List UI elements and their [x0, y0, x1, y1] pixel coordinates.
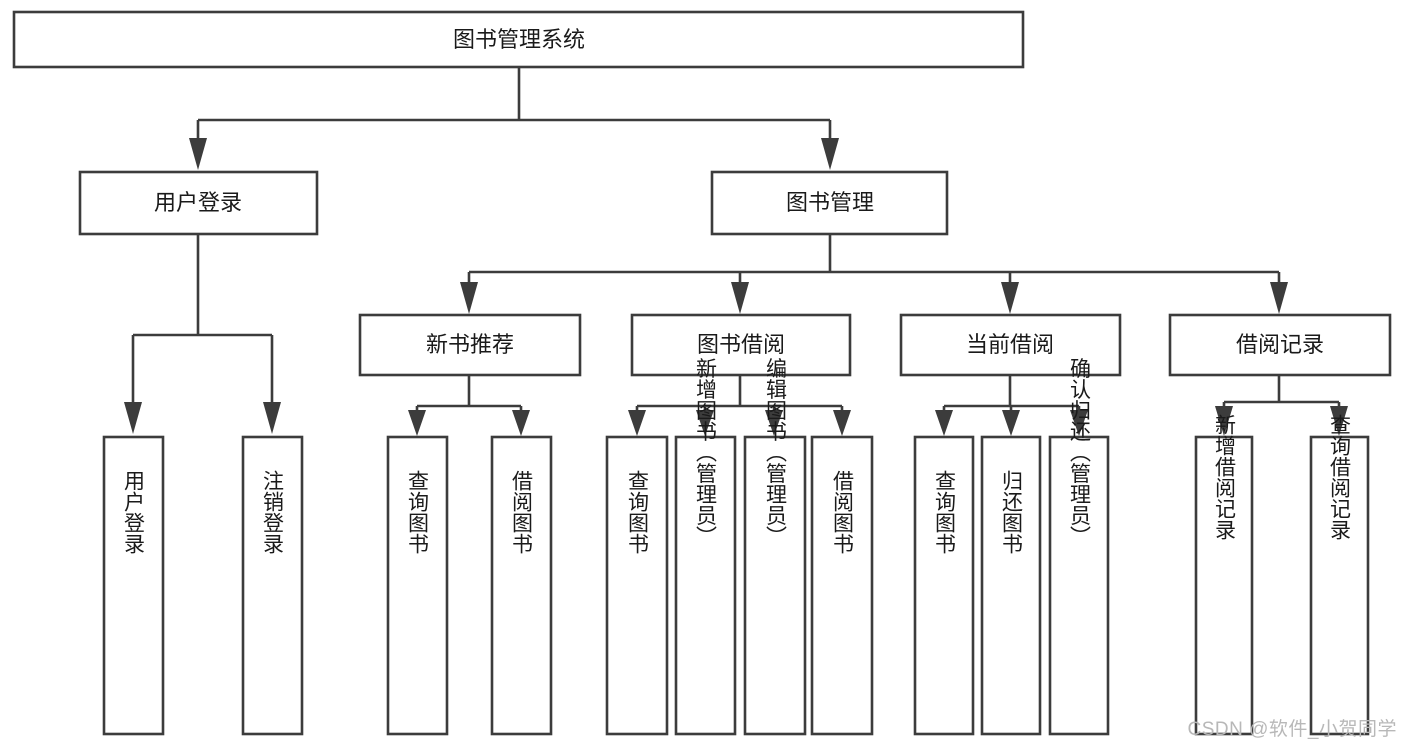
arrow-head-leaf-return-book [1002, 410, 1020, 436]
arrow-head-leaf-confirm-return [1070, 410, 1088, 436]
node-leaf-add-book[interactable]: 新增图书（管理员） [674, 358, 737, 736]
node-book-borrow-box[interactable] [630, 313, 852, 377]
arrow-head-leaf-query-book-c [935, 410, 953, 436]
arrow-head-leaf-query-book-a [408, 410, 426, 436]
node-leaf-borrow-book-b-box[interactable] [810, 435, 874, 736]
node-user-login-label: 用户登录 [154, 190, 242, 215]
node-borrow-record[interactable]: 借阅记录 [1168, 313, 1392, 377]
node-leaf-confirm-return[interactable]: 确认归还（管理员） [1048, 358, 1110, 736]
node-leaf-query-book-c-label: 查询图书 [933, 470, 957, 554]
node-book-borrow[interactable]: 图书借阅 [630, 313, 852, 377]
node-new-book-rec-label: 新书推荐 [426, 332, 514, 357]
node-leaf-add-record-box[interactable] [1194, 435, 1254, 736]
node-book-borrow-label: 图书借阅 [697, 332, 785, 357]
node-leaf-logout-label: 注销登录 [261, 470, 285, 554]
node-leaf-query-record-label: 查询借阅记录 [1328, 414, 1352, 540]
node-leaf-query-book-a[interactable]: 查询图书 [386, 435, 449, 736]
node-book-mgmt-label: 图书管理 [786, 190, 874, 215]
node-new-book-rec[interactable]: 新书推荐 [358, 313, 582, 377]
node-leaf-query-book-b-box[interactable] [605, 435, 669, 736]
arrow-head-current-borrow [1001, 282, 1019, 314]
node-root-label: 图书管理系统 [453, 27, 585, 52]
arrow-head-leaf-user-login [124, 402, 142, 434]
arrow-head-user-login [189, 138, 207, 170]
node-leaf-query-book-b[interactable]: 查询图书 [605, 435, 669, 736]
arrow-head-new-book-rec [460, 282, 478, 314]
node-new-book-rec-box[interactable] [358, 313, 582, 377]
arrow-head-leaf-add-record [1215, 406, 1233, 436]
node-leaf-user-login-box[interactable] [102, 435, 165, 736]
node-leaf-confirm-return-label: 确认归还（管理员） [1068, 358, 1092, 547]
node-leaf-borrow-book-a-box[interactable] [490, 435, 553, 736]
arrow-head-leaf-query-book-b [628, 410, 646, 436]
node-leaf-add-record-label: 新增借阅记录 [1213, 414, 1237, 540]
node-leaf-edit-book-box[interactable] [743, 435, 807, 736]
node-root[interactable]: 图书管理系统 [12, 10, 1025, 69]
node-user-login-box[interactable] [78, 170, 319, 236]
node-leaf-edit-book[interactable]: 编辑图书（管理员） [743, 358, 807, 736]
node-current-borrow-label: 当前借阅 [966, 332, 1054, 357]
node-leaf-query-record-box[interactable] [1309, 435, 1370, 736]
node-leaf-user-login-label: 用户登录 [122, 470, 146, 554]
arrow-head-leaf-logout [263, 402, 281, 434]
node-leaf-query-book-a-box[interactable] [386, 435, 449, 736]
node-leaf-borrow-book-b-label: 借阅图书 [831, 470, 855, 554]
node-leaf-borrow-book-b[interactable]: 借阅图书 [810, 435, 874, 736]
node-book-mgmt-box[interactable] [710, 170, 949, 236]
arrow-head-book-borrow [731, 282, 749, 314]
node-leaf-query-book-c-box[interactable] [913, 435, 975, 736]
arrow-head-leaf-edit-book [765, 410, 783, 436]
node-borrow-record-box[interactable] [1168, 313, 1392, 377]
node-book-mgmt[interactable]: 图书管理 [710, 170, 949, 236]
node-leaf-query-book-a-label: 查询图书 [406, 470, 430, 554]
node-leaf-return-book-label: 归还图书 [1000, 470, 1024, 554]
node-leaf-add-record[interactable]: 新增借阅记录 [1194, 414, 1254, 736]
node-current-borrow[interactable]: 当前借阅 [899, 313, 1122, 377]
node-leaf-confirm-return-box[interactable] [1048, 435, 1110, 736]
node-leaf-user-login[interactable]: 用户登录 [102, 435, 165, 736]
node-leaf-borrow-book-a[interactable]: 借阅图书 [490, 435, 553, 736]
arrow-head-leaf-query-record [1330, 406, 1348, 436]
node-root-box[interactable] [12, 10, 1025, 69]
node-current-borrow-box[interactable] [899, 313, 1122, 377]
node-leaf-query-record[interactable]: 查询借阅记录 [1309, 414, 1370, 736]
node-leaf-borrow-book-a-label: 借阅图书 [510, 470, 534, 554]
node-leaf-logout[interactable]: 注销登录 [241, 435, 304, 736]
node-leaf-edit-book-label: 编辑图书（管理员） [764, 358, 788, 547]
node-leaf-query-book-b-label: 查询图书 [626, 470, 650, 554]
arrow-head-leaf-add-book [696, 410, 714, 436]
node-leaf-query-book-c[interactable]: 查询图书 [913, 435, 975, 736]
arrow-head-leaf-borrow-book-a [512, 410, 530, 436]
node-leaf-return-book-box[interactable] [980, 435, 1042, 736]
node-leaf-add-book-box[interactable] [674, 435, 737, 736]
arrow-head-book-mgmt [821, 138, 839, 170]
node-leaf-add-book-label: 新增图书（管理员） [694, 358, 718, 547]
node-user-login[interactable]: 用户登录 [78, 170, 319, 236]
node-borrow-record-label: 借阅记录 [1236, 332, 1324, 357]
node-leaf-logout-box[interactable] [241, 435, 304, 736]
node-leaf-return-book[interactable]: 归还图书 [980, 435, 1042, 736]
arrow-head-leaf-borrow-book-b [833, 410, 851, 436]
connector-layer [124, 67, 1348, 436]
arrow-head-borrow-record [1270, 282, 1288, 314]
